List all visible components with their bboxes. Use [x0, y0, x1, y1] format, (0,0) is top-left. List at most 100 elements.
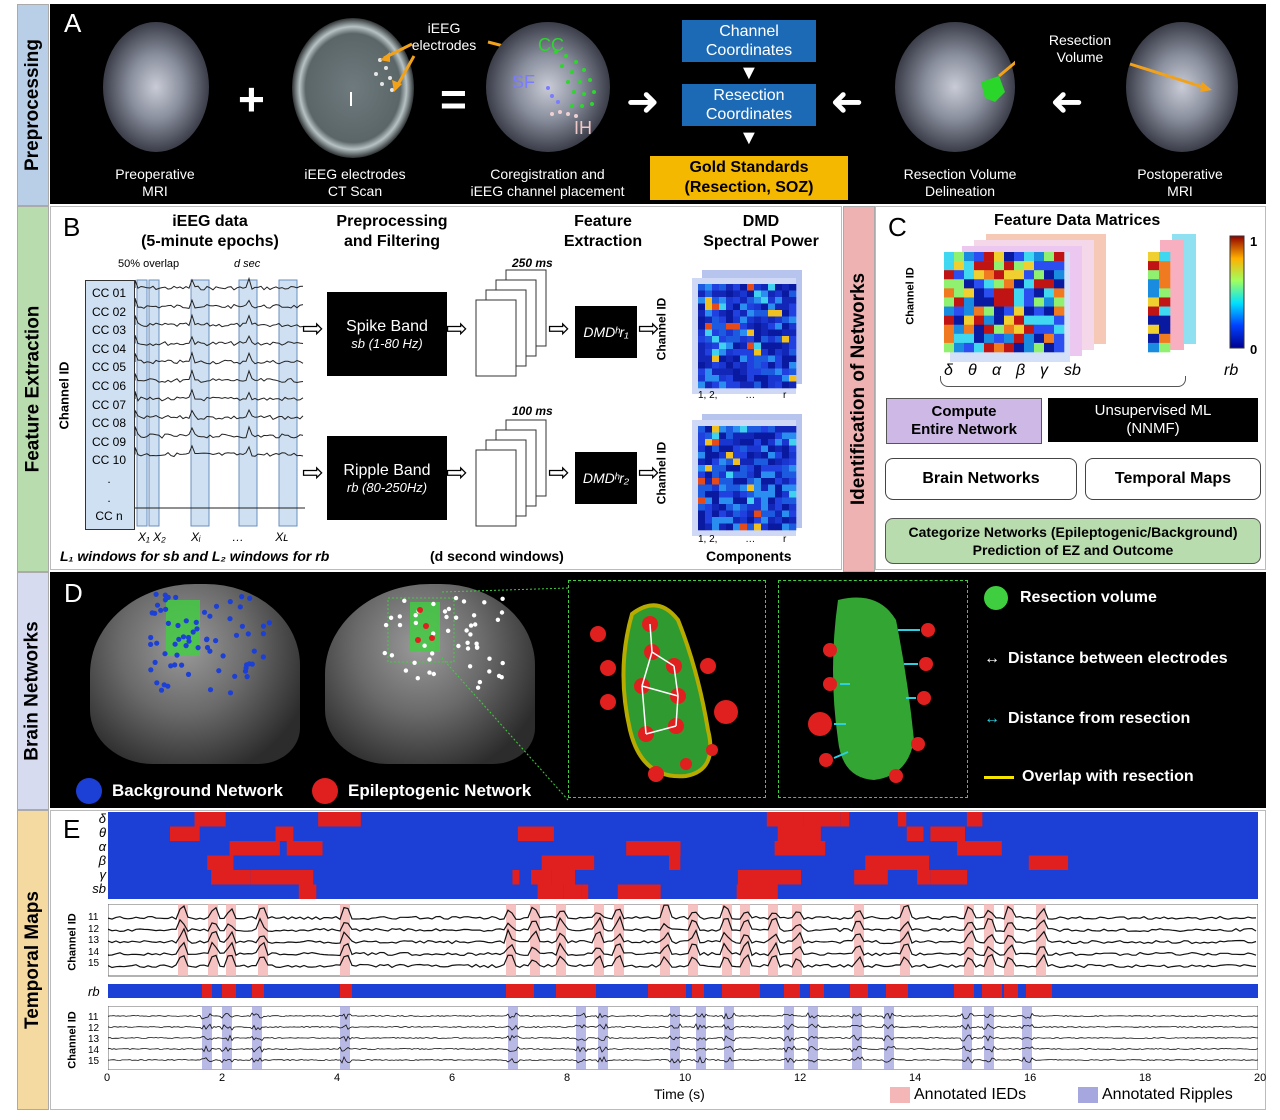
dmd-cell	[768, 491, 776, 498]
feature-cell	[944, 315, 955, 326]
dmd-cell	[789, 432, 797, 440]
feature-cell	[954, 288, 965, 298]
dmd-cell	[719, 336, 727, 343]
dmd-cell	[719, 471, 727, 479]
dsec-label: d sec	[234, 258, 261, 270]
dmd-cell	[768, 478, 776, 485]
electrode-dot	[172, 662, 178, 668]
dmd-cell	[726, 497, 734, 505]
feature-cell	[1148, 342, 1160, 353]
ripple-band	[962, 1006, 972, 1070]
dmd-cell	[775, 504, 783, 511]
dmd-cell	[789, 452, 797, 459]
dmd-cell	[733, 458, 741, 466]
ieeg-trace	[135, 334, 304, 347]
dmd-channel-id-2: Channel ID	[654, 441, 669, 505]
dmd-cell	[754, 510, 762, 518]
ied-band	[340, 904, 350, 976]
electrode-dot	[403, 668, 409, 673]
electrode-dot	[153, 591, 159, 597]
electrode-dot	[471, 613, 477, 618]
channel-name: CC 08	[91, 416, 126, 431]
feature-cell	[1004, 297, 1015, 307]
legend-distance-electrodes: ↔Distance between electrodes	[984, 650, 1228, 668]
channel-tick: 13	[88, 1034, 100, 1045]
band-name: sb	[92, 881, 106, 896]
ied-band	[506, 904, 516, 976]
dmd-cell	[740, 510, 748, 518]
ripple-band	[852, 1006, 862, 1070]
dmd-cell	[761, 316, 769, 324]
down-arrow-icon: ▼	[739, 62, 759, 84]
panel-b	[50, 206, 842, 570]
dmd-cell	[782, 432, 790, 440]
dmd-cell	[775, 310, 783, 317]
dmd-cell	[740, 355, 748, 363]
band-label: α	[992, 362, 1002, 379]
dmd-cell	[782, 452, 790, 459]
dmd-cell	[726, 484, 734, 492]
lavender-square-icon	[1078, 1087, 1098, 1103]
channel-coordinates-box: Channel Coordinates	[682, 20, 816, 62]
electrode-dot	[260, 623, 267, 629]
legend-distance-resection: ↔Distance from resection	[984, 710, 1190, 728]
dmd-cell	[712, 303, 720, 311]
rb-active	[954, 984, 974, 998]
feature-extraction-title: Feature Extraction	[563, 213, 643, 250]
dmd-cell	[747, 381, 755, 389]
dmd-cell	[740, 316, 748, 324]
dmd-cell	[698, 310, 706, 317]
ripple-band	[222, 1006, 232, 1070]
resection-volume-shape	[981, 60, 1015, 102]
electrode-dot	[445, 628, 451, 633]
electrode-dot	[468, 623, 474, 628]
dmd-cell	[747, 329, 755, 337]
dmd-cell	[747, 303, 755, 311]
dmd-cell	[754, 284, 762, 291]
electrode-dot	[260, 654, 266, 660]
dmd-cell	[726, 458, 734, 466]
postop-mri-image	[1126, 22, 1238, 152]
feature-cell	[1054, 306, 1065, 316]
dmd-cell	[740, 323, 748, 330]
feature-cell	[964, 279, 975, 289]
ied-band	[556, 904, 566, 976]
feature-cell	[1004, 252, 1015, 262]
feature-cell	[974, 342, 985, 353]
feature-cell	[944, 279, 955, 289]
dmd-cell	[719, 517, 727, 524]
electrode-dot	[487, 656, 492, 661]
feature-cell	[1044, 333, 1055, 344]
band-label: θ	[968, 362, 977, 379]
dmd-title: DMD Spectral Power	[703, 213, 819, 250]
feature-cell	[974, 270, 985, 280]
dmd-cell	[782, 484, 790, 492]
band-active	[194, 812, 226, 827]
panel-letter-c: C	[888, 212, 907, 242]
dmd-cell	[761, 336, 769, 343]
dmd-cell	[698, 381, 706, 389]
x-label: X₁ X₂	[138, 530, 166, 544]
dmd-cell	[705, 426, 713, 433]
ieeg-trace	[135, 444, 304, 458]
feature-matrices-title: Feature Data Matrices	[994, 212, 1161, 229]
feature-cell	[944, 252, 955, 262]
dmd-cell	[789, 426, 797, 433]
electrode-dot	[179, 662, 185, 668]
legend-ieds-label: Annotated IEDs	[914, 1086, 1027, 1103]
ripple-band	[576, 1006, 586, 1070]
section-label: Preprocessing	[22, 39, 43, 171]
ieeg-trace	[135, 425, 304, 439]
electrode-dot	[422, 643, 427, 648]
electrode-dot	[477, 679, 483, 685]
dmd-cell	[726, 362, 734, 369]
electrode-dot	[251, 648, 257, 654]
dmd-cell	[789, 368, 797, 376]
dmd-cell	[761, 510, 769, 518]
yellow-line-icon	[984, 775, 1014, 779]
electrode-dot	[227, 599, 233, 605]
ied-band	[594, 904, 604, 976]
dmd-cell	[768, 342, 776, 350]
feature-cell	[1044, 261, 1055, 271]
dmd-cell	[712, 316, 720, 324]
